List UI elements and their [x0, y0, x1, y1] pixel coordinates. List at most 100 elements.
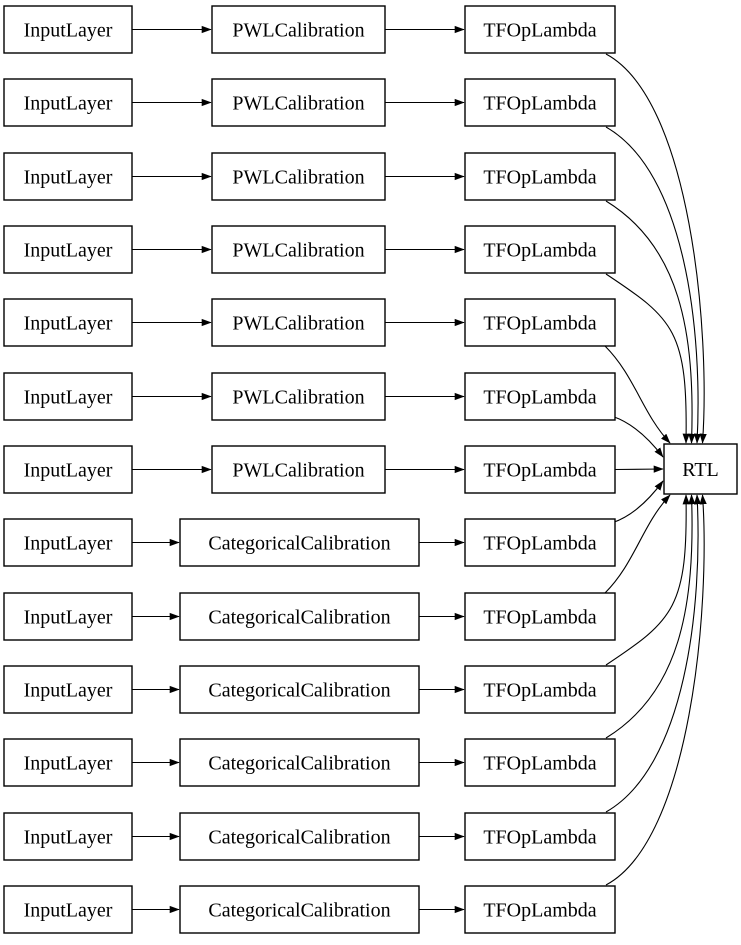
node-tfop7-label: TFOpLambda [483, 460, 596, 482]
node-cat11-box [179, 738, 420, 787]
edge-tfop1-rtl [605, 53, 707, 444]
node-input4-label: InputLayer [24, 240, 113, 262]
node-pwl1-label: PWLCalibration [232, 20, 364, 42]
node-input12-box [3, 812, 133, 861]
node-tfop2-box [464, 78, 616, 127]
edge-tfop5-rtl [604, 345, 671, 444]
node-input6: InputLayer [3, 372, 133, 421]
node-input10-label: InputLayer [24, 680, 113, 702]
node-tfop6-box [464, 372, 616, 421]
node-pwl5-box [211, 298, 386, 347]
edge-tfop8-rtl [612, 480, 664, 524]
edge-tfop9-rtl [604, 494, 671, 594]
node-pwl2: PWLCalibration [211, 78, 386, 127]
edge-tfop4-rtl [605, 273, 690, 444]
node-input1-label: InputLayer [24, 20, 113, 42]
node-cat12-label: CategoricalCalibration [208, 827, 390, 849]
edges-layer [132, 25, 707, 914]
node-tfop8-box [464, 518, 616, 567]
node-input5-label: InputLayer [24, 313, 113, 335]
node-tfop2-label: TFOpLambda [483, 93, 596, 115]
node-pwl3: PWLCalibration [211, 152, 386, 201]
node-input6-label: InputLayer [24, 387, 113, 409]
node-input13-box [3, 885, 133, 934]
node-input2-label: InputLayer [24, 93, 113, 115]
node-tfop5: TFOpLambda [464, 298, 616, 347]
node-pwl3-box [211, 152, 386, 201]
node-input2-box [3, 78, 133, 127]
node-pwl6-box [211, 372, 386, 421]
node-cat11: CategoricalCalibration [179, 738, 420, 787]
node-input4: InputLayer [3, 225, 133, 274]
node-input2: InputLayer [3, 78, 133, 127]
node-input10: InputLayer [3, 665, 133, 714]
node-tfop4: TFOpLambda [464, 225, 616, 274]
node-tfop11: TFOpLambda [464, 738, 616, 787]
node-tfop6-label: TFOpLambda [483, 387, 596, 409]
node-tfop13-label: TFOpLambda [483, 900, 596, 922]
node-pwl7-box [211, 445, 386, 494]
node-tfop1: TFOpLambda [464, 5, 616, 54]
node-input8-label: InputLayer [24, 533, 113, 555]
node-cat13-label: CategoricalCalibration [208, 900, 390, 922]
node-tfop9-box [464, 592, 616, 641]
node-pwl1-box [211, 5, 386, 54]
node-tfop2: TFOpLambda [464, 78, 616, 127]
node-tfop8: TFOpLambda [464, 518, 616, 567]
node-cat9: CategoricalCalibration [179, 592, 420, 641]
edge-tfop2-rtl [605, 126, 702, 444]
node-cat12-box [179, 812, 420, 861]
node-pwl4-label: PWLCalibration [232, 240, 364, 262]
node-pwl6-label: PWLCalibration [232, 387, 364, 409]
node-cat8-box [179, 518, 420, 567]
node-pwl2-label: PWLCalibration [232, 93, 364, 115]
node-input7: InputLayer [3, 445, 133, 494]
node-tfop8-label: TFOpLambda [483, 533, 596, 555]
node-pwl7: PWLCalibration [211, 445, 386, 494]
node-pwl6: PWLCalibration [211, 372, 386, 421]
node-rtl-label: RTL [682, 459, 719, 481]
node-input7-box [3, 445, 133, 494]
node-tfop5-label: TFOpLambda [483, 313, 596, 335]
node-tfop7: TFOpLambda [464, 445, 616, 494]
edge-tfop3-rtl [605, 200, 696, 444]
node-pwl5-label: PWLCalibration [232, 313, 364, 335]
node-input11-label: InputLayer [24, 753, 113, 775]
node-input3-label: InputLayer [24, 167, 113, 189]
node-pwl1: PWLCalibration [211, 5, 386, 54]
nodes-layer: InputLayerInputLayerInputLayerInputLayer… [3, 5, 738, 934]
node-tfop10-label: TFOpLambda [483, 680, 596, 702]
node-input3: InputLayer [3, 152, 133, 201]
node-input9: InputLayer [3, 592, 133, 641]
node-tfop5-box [464, 298, 616, 347]
node-input5-box [3, 298, 133, 347]
node-tfop3-box [464, 152, 616, 201]
edge-tfop6-rtl [612, 415, 664, 458]
node-input12: InputLayer [3, 812, 133, 861]
node-pwl3-label: PWLCalibration [232, 167, 364, 189]
node-input8: InputLayer [3, 518, 133, 567]
node-tfop12: TFOpLambda [464, 812, 616, 861]
node-cat10: CategoricalCalibration [179, 665, 420, 714]
node-rtl: RTL [663, 443, 738, 495]
node-input13-label: InputLayer [24, 900, 113, 922]
node-cat13: CategoricalCalibration [179, 885, 420, 934]
node-tfop3: TFOpLambda [464, 152, 616, 201]
node-pwl2-box [211, 78, 386, 127]
node-pwl5: PWLCalibration [211, 298, 386, 347]
node-cat9-label: CategoricalCalibration [208, 607, 390, 629]
node-input4-box [3, 225, 133, 274]
node-tfop4-box [464, 225, 616, 274]
node-cat11-label: CategoricalCalibration [208, 753, 390, 775]
edge-tfop11-rtl [605, 494, 696, 739]
node-input12-label: InputLayer [24, 827, 113, 849]
node-tfop7-box [464, 445, 616, 494]
edge-tfop13-rtl [605, 494, 707, 886]
node-tfop3-label: TFOpLambda [483, 167, 596, 189]
edge-tfop7-rtl [614, 465, 664, 473]
node-pwl4: PWLCalibration [211, 225, 386, 274]
node-input13: InputLayer [3, 885, 133, 934]
node-tfop11-label: TFOpLambda [483, 753, 596, 775]
